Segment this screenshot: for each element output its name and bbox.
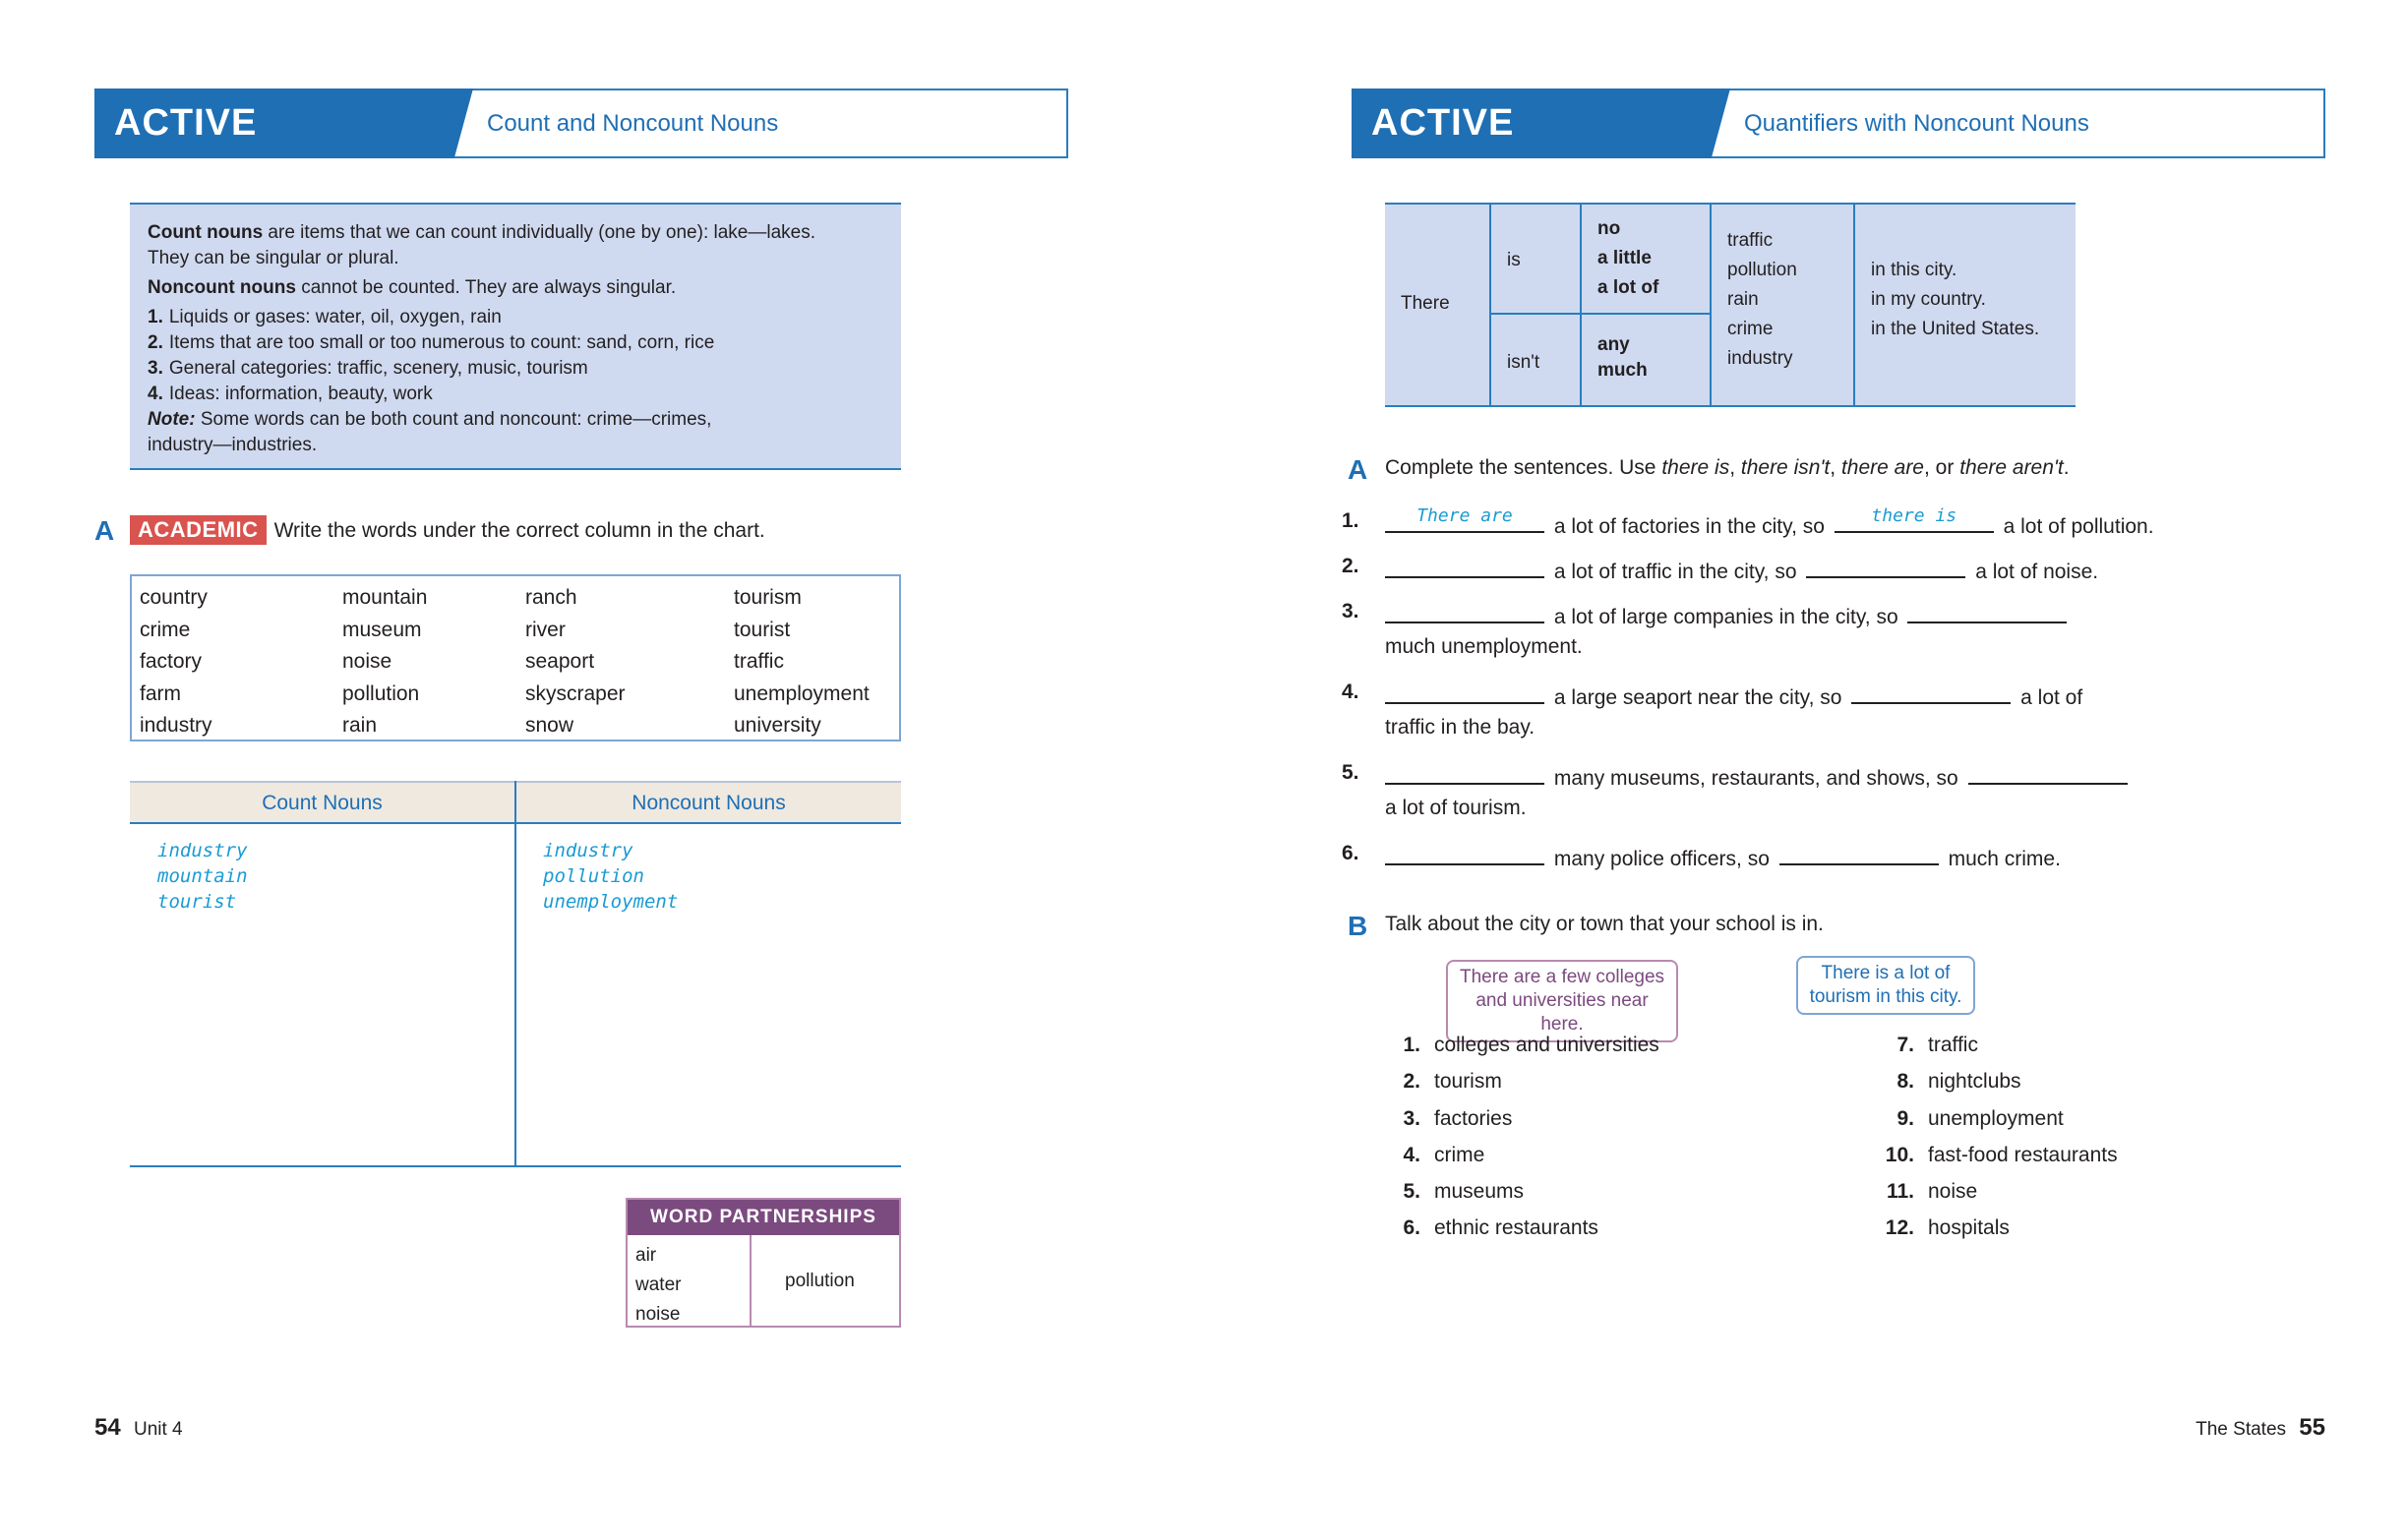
active-grammar-tab: ACTIVE GRAMMAR: [1352, 89, 1730, 158]
word-partnerships-title: WORD PARTNERSHIPS: [628, 1200, 899, 1235]
topic-list-right: 7.traffic 8.nightclubs 9.unemployment 10…: [1877, 1027, 2118, 1247]
table-row-divider: [1491, 313, 1712, 315]
sentence-2: 2. a lot of traffic in the city, so a lo…: [1342, 555, 2099, 583]
list-item: 6.ethnic restaurants: [1403, 1216, 1598, 1240]
list-item: 1.Liquids or gases: water, oil, oxygen, …: [148, 307, 502, 327]
sentence-5-continued: a lot of tourism.: [1385, 797, 1527, 819]
is-cell: is: [1507, 250, 1521, 270]
chapter-title: The States: [2196, 1419, 2287, 1440]
sentence-3: 3. a lot of large companies in the city,…: [1342, 600, 2071, 629]
exercise-a-letter: A: [1348, 454, 1368, 485]
partnership-divider: [750, 1235, 752, 1328]
academic-badge: ACADEMIC: [130, 515, 267, 545]
sentence-1: 1. There are a lot of factories in the c…: [1342, 505, 2154, 538]
table-divider: [1710, 205, 1712, 405]
answer-blank[interactable]: [1851, 681, 2012, 704]
list-item: 3.factories: [1403, 1106, 1513, 1130]
answer-blank[interactable]: [1806, 555, 1966, 578]
list-item: 2.tourism: [1403, 1070, 1502, 1094]
active-grammar-tab: ACTIVE GRAMMAR: [94, 89, 473, 158]
answer-blank[interactable]: [1778, 842, 1939, 865]
noncount-nouns-header: Noncount Nouns: [516, 781, 901, 824]
grammar-subtitle: Count and Noncount Nouns: [487, 110, 779, 137]
unit-label: Unit 4: [133, 1419, 183, 1440]
noncount-def: Noncount nouns cannot be counted. They a…: [148, 277, 677, 298]
isnt-cell: isn't: [1507, 352, 1540, 373]
count-nouns-header: Count Nouns: [130, 781, 514, 824]
list-item: 11.noise: [1886, 1180, 1978, 1204]
exercise-a-instruction: Complete the sentences. Use there is, th…: [1385, 456, 2070, 479]
answer-blank[interactable]: [1385, 555, 1544, 578]
sentence-5: 5. many museums, restaurants, and shows,…: [1342, 761, 2132, 791]
answer-blank[interactable]: [1385, 842, 1544, 865]
answer-blank[interactable]: [1907, 600, 2068, 623]
count-def: Count nouns are items that we can count …: [148, 222, 815, 268]
chart-divider: [514, 781, 516, 1165]
answer-blank[interactable]: There are: [1385, 505, 1544, 533]
page-footer-right: The States 55: [2196, 1414, 2325, 1442]
list-item: 2.Items that are too small or too numero…: [148, 332, 715, 353]
list-item: 9.unemployment: [1896, 1106, 2064, 1130]
list-item: 5.museums: [1403, 1180, 1525, 1204]
list-item: 1.colleges and universities: [1403, 1034, 1659, 1056]
there-cell: There: [1401, 293, 1450, 314]
exercise-a-letter: A: [94, 515, 115, 546]
left-page: ACTIVE GRAMMAR Count and Noncount Nouns …: [94, 89, 1068, 1442]
grammar-explanation-box: Count nouns are items that we can count …: [130, 203, 901, 470]
page-number: 55: [2299, 1414, 2325, 1441]
topic-list-left: 1.colleges and universities 2.tourism 3.…: [1383, 1027, 1659, 1247]
answer-blank[interactable]: there is: [1834, 505, 1994, 533]
right-page: ACTIVE GRAMMAR Quantifiers with Noncount…: [1204, 0, 2408, 1540]
table-divider: [1489, 205, 1491, 405]
answer-blank[interactable]: [1385, 600, 1544, 623]
list-item: 10.fast-food restaurants: [1885, 1143, 2118, 1166]
partnership-noun: pollution: [785, 1271, 855, 1291]
exercise-b-instruction: Talk about the city or town that your sc…: [1385, 913, 1824, 935]
table-divider: [1853, 205, 1855, 405]
page-footer-left: 54 Unit 4: [94, 1414, 183, 1442]
grammar-subtitle: Quantifiers with Noncount Nouns: [1744, 110, 2089, 137]
answer-blank[interactable]: [1967, 761, 2128, 785]
active-grammar-header: ACTIVE GRAMMAR Count and Noncount Nouns: [94, 89, 1068, 158]
active-grammar-header: ACTIVE GRAMMAR Quantifiers with Noncount…: [1352, 89, 2325, 158]
list-item: 8.nightclubs: [1896, 1070, 2021, 1094]
grammar-note: Note: Some words can be both count and n…: [148, 409, 712, 455]
list-item: 12.hospitals: [1885, 1216, 2010, 1240]
page-number: 54: [94, 1414, 121, 1441]
list-item: 4.Ideas: information, beauty, work: [148, 384, 433, 404]
chart-bottom-rule: [130, 1165, 901, 1167]
sentence-3-continued: much unemployment.: [1385, 635, 1583, 658]
sentence-4-continued: traffic in the bay.: [1385, 716, 1535, 739]
exercise-b-letter: B: [1348, 911, 1368, 941]
answer-blank[interactable]: [1385, 761, 1544, 785]
list-item: 4.crime: [1403, 1143, 1485, 1166]
sentence-6: 6. many police officers, so much crime.: [1342, 842, 2061, 870]
list-item: 7.traffic: [1896, 1034, 1978, 1056]
sentence-4: 4. a large seaport near the city, so a l…: [1342, 681, 2083, 709]
noncount-categories: 1.Liquids or gases: water, oil, oxygen, …: [148, 305, 883, 407]
places-list: in this city.in my country.in the United…: [1871, 260, 2040, 339]
list-item: 3.General categories: traffic, scenery, …: [148, 358, 588, 379]
answer-blank[interactable]: [1385, 681, 1544, 704]
table-divider: [1580, 205, 1582, 405]
